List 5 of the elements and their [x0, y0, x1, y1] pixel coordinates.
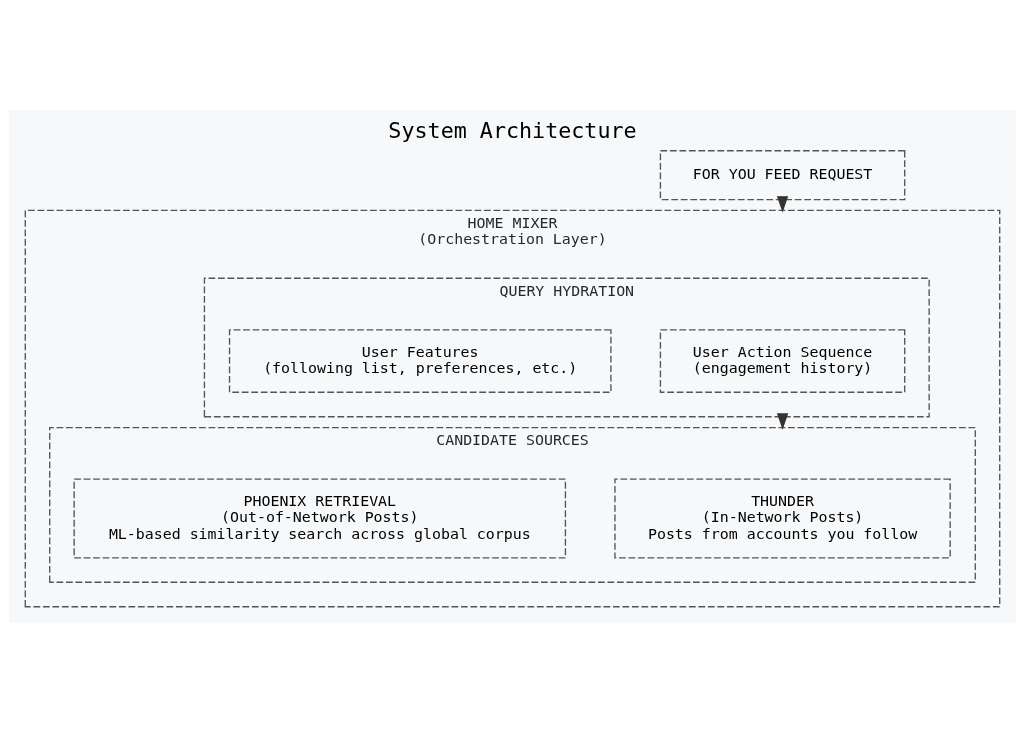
diagram-title: System Architecture	[387, 117, 637, 143]
node-box: User Action Sequence (engagement history)	[659, 328, 905, 393]
node-box: PHOENIX RETRIEVAL (Out-of-Network Posts) ML-based similarity search across global corpus	[72, 477, 566, 559]
node-box: User Features (following list, preferences, etc.)	[228, 328, 612, 393]
node-box: THUNDER (In-Network Posts) Posts from accounts you follow	[613, 477, 951, 559]
